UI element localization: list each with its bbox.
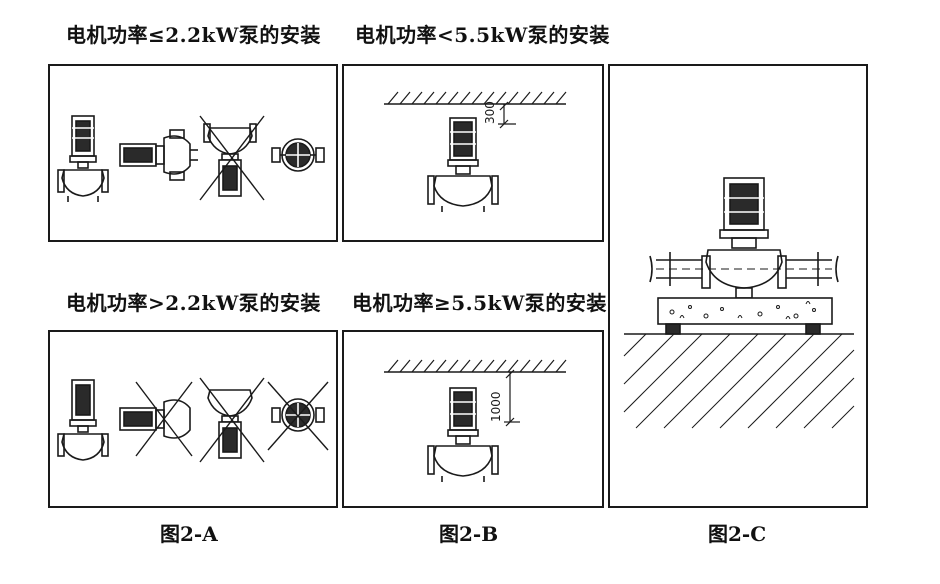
pump-orientations-small <box>57 115 325 202</box>
caption-b-bottom: 电机功率≥5.5kW泵的安装 <box>352 291 607 315</box>
dimension-300: 300 <box>483 101 497 124</box>
vertical-pump-icon <box>57 379 109 461</box>
ceiling-hatch-icon <box>384 91 567 105</box>
inverted-pump-icon <box>207 389 253 459</box>
inverted-pump-icon <box>203 123 257 197</box>
foundation-icon <box>657 297 833 335</box>
figure-label-b: 图2-B <box>439 522 499 546</box>
cross-mark-icon <box>199 377 265 463</box>
caption-a-top: 电机功率≤2.2kW泵的安装 <box>66 23 321 47</box>
panel-a-top <box>48 64 338 242</box>
horizontal-pump-icon <box>119 399 191 439</box>
vertical-pump-icon <box>427 387 499 482</box>
cross-mark-icon <box>135 381 193 457</box>
ceiling-clearance-small: 300 <box>384 91 567 212</box>
pump-on-foundation <box>623 177 855 429</box>
dimension-line <box>504 369 520 427</box>
vertical-pump-icon <box>701 177 787 299</box>
caption-a-bottom: 电机功率>2.2kW泵的安装 <box>66 291 321 315</box>
vertical-pump-icon <box>427 117 499 212</box>
dimension-line <box>498 101 516 129</box>
ground-hatch <box>623 333 855 429</box>
figure-label-c: 图2-C <box>708 522 767 546</box>
dimension-1000: 1000 <box>489 391 503 422</box>
ceiling-clearance-large: 1000 <box>384 359 567 482</box>
pipe <box>649 252 839 286</box>
vertical-pump-icon <box>57 115 109 202</box>
ceiling-hatch-icon <box>384 359 567 373</box>
figure-label-a: 图2-A <box>160 522 218 546</box>
panel-a-bottom <box>48 330 338 508</box>
panel-b-bottom: 1000 <box>342 330 604 508</box>
caption-b-top: 电机功率<5.5kW泵的安装 <box>355 23 610 47</box>
pump-orientations-large <box>57 377 329 463</box>
panel-c <box>608 64 868 508</box>
cross-mark-icon <box>267 381 329 451</box>
horizontal-pump-icon <box>119 129 198 181</box>
panel-b-top: 300 <box>342 64 604 242</box>
cross-mark-icon <box>199 115 265 201</box>
top-view-pump-icon <box>271 138 325 172</box>
